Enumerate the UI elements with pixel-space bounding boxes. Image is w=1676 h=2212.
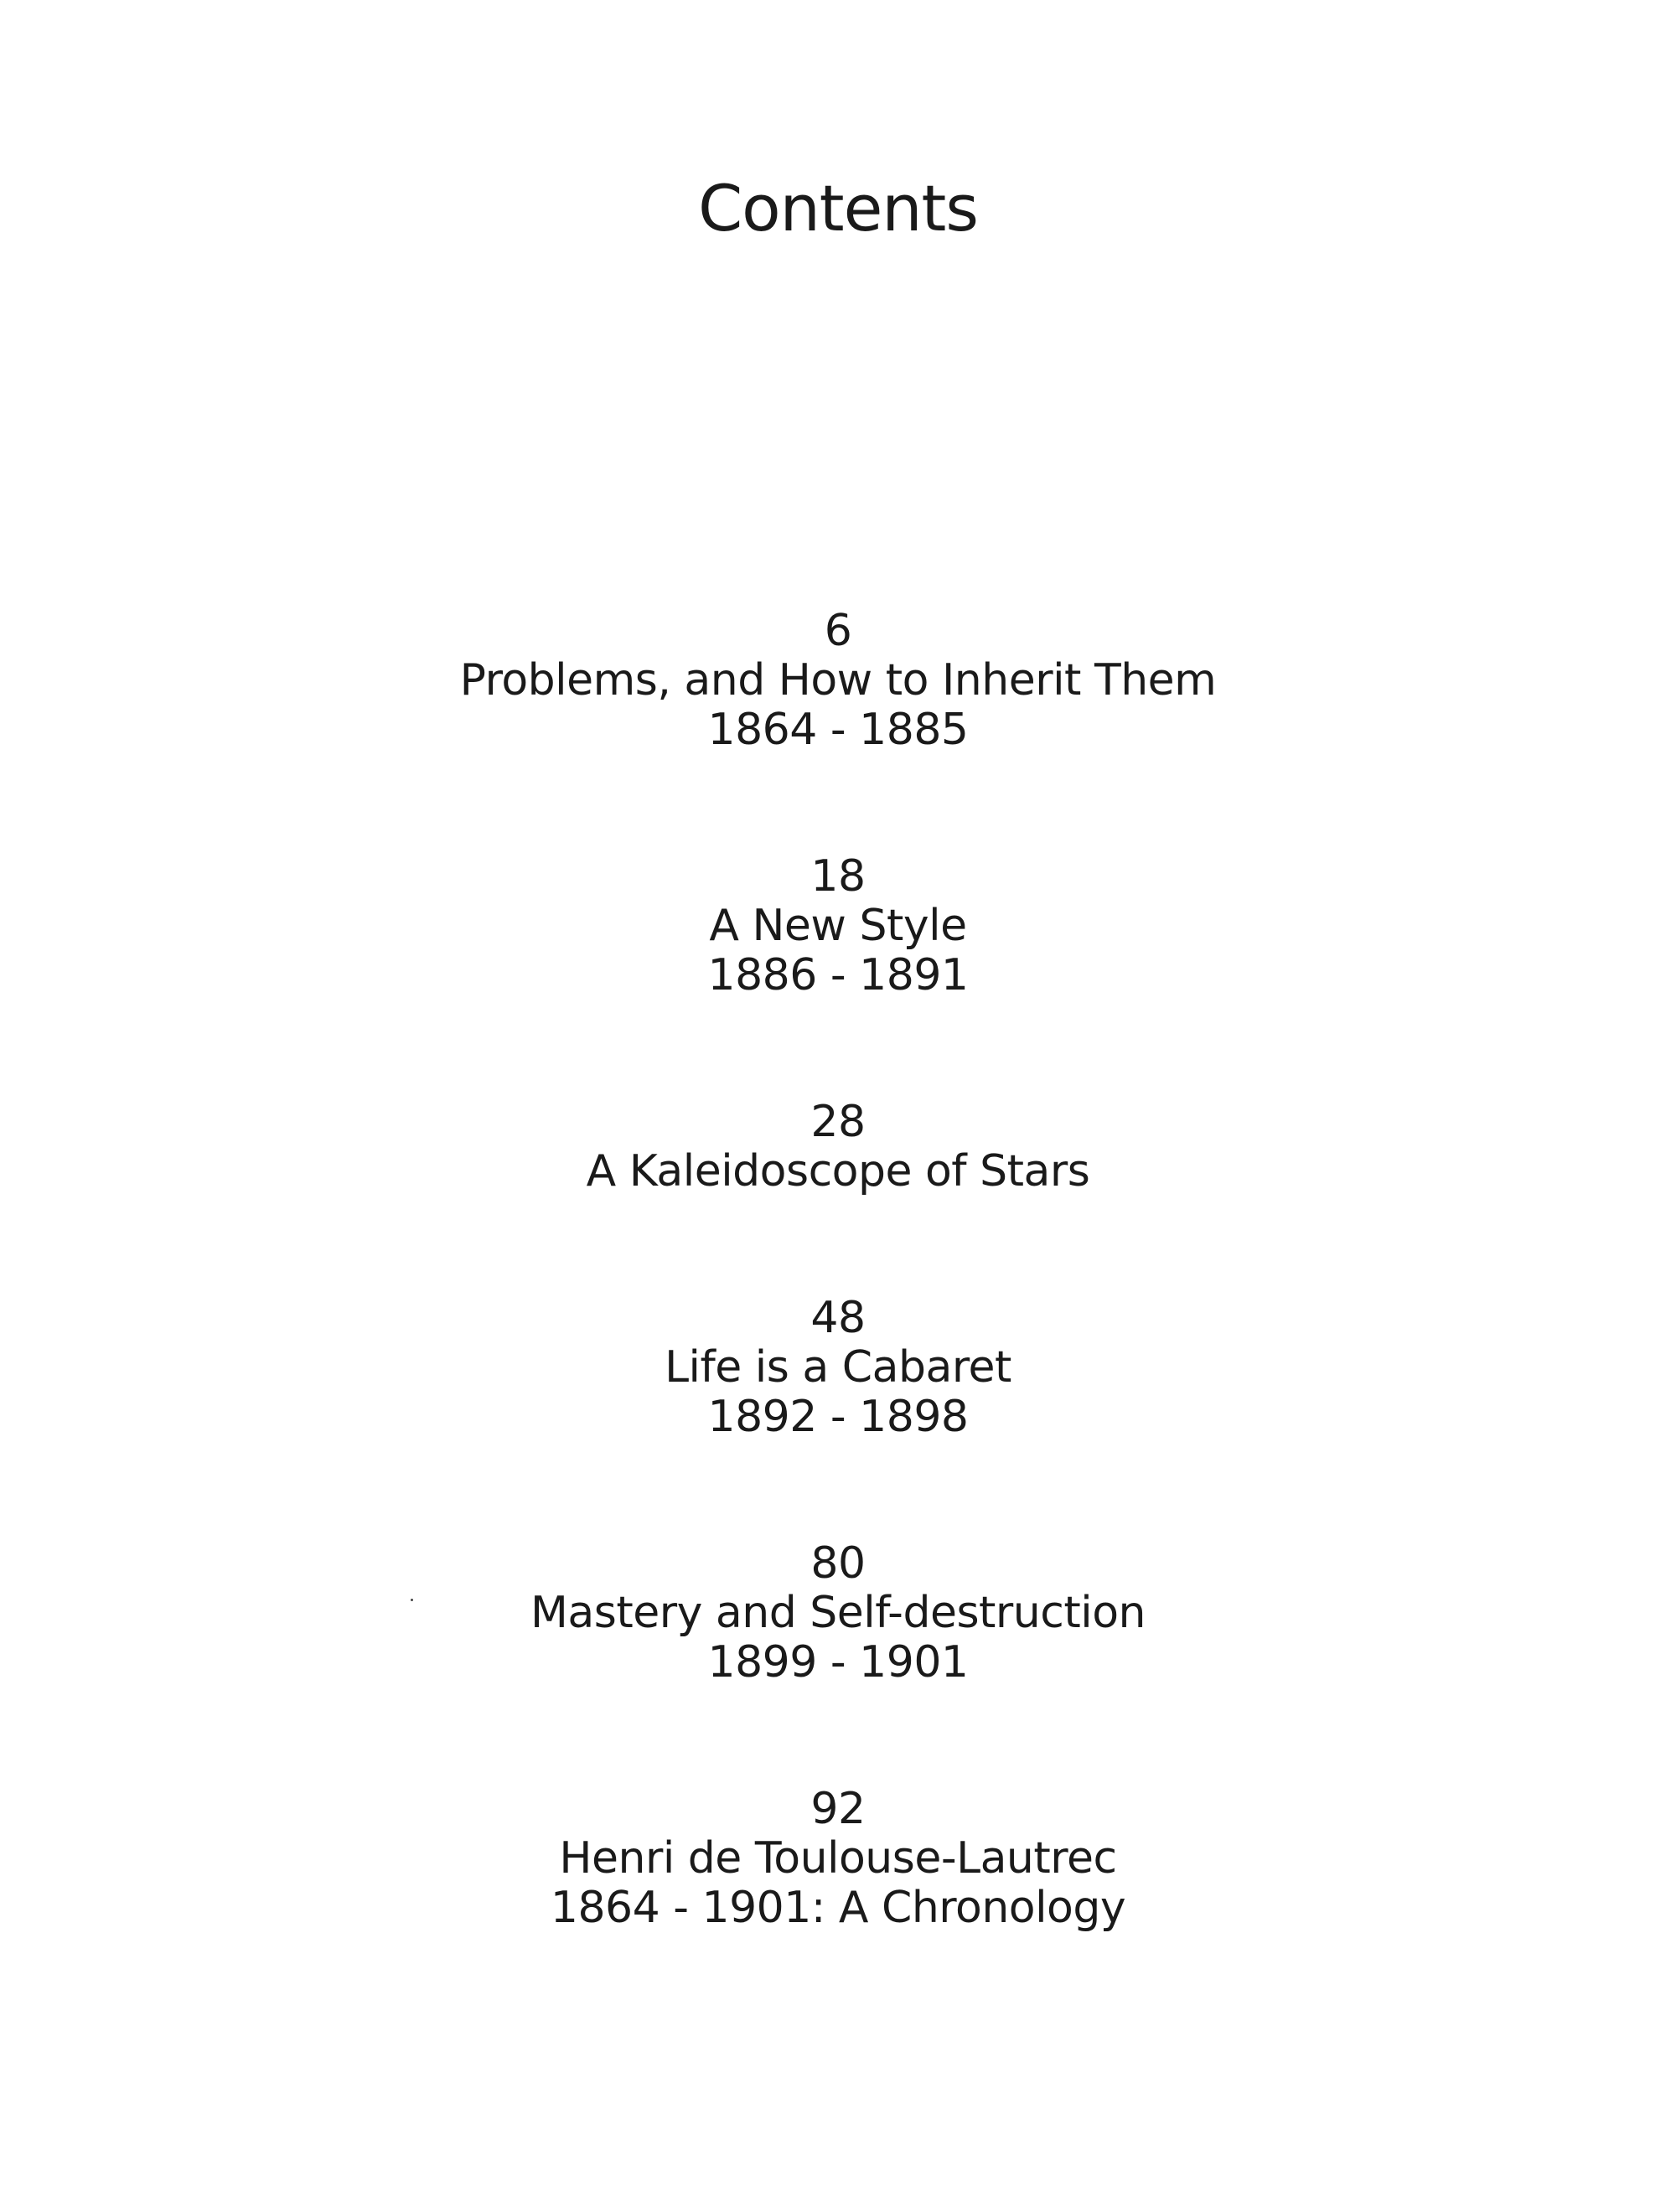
toc-chapter-title: A New Style [709,901,967,951]
toc-entry[interactable]: 28 A Kaleidoscope of Stars [0,1098,1676,1196]
scan-speck [411,1599,413,1601]
toc-chapter-title: A Kaleidoscope of Stars [586,1146,1090,1196]
toc-page-number: 80 [810,1538,866,1589]
toc-entry[interactable]: 48 Life is a Cabaret 1892 - 1898 [0,1294,1676,1442]
toc-entry[interactable]: 92 Henri de Toulouse-Lautrec 1864 - 1901… [0,1785,1676,1933]
table-of-contents: 6 Problems, and How to Inherit Them 1864… [0,607,1676,2030]
toc-dates: 1886 - 1891 [707,950,970,1000]
toc-page-number: 92 [810,1784,866,1834]
toc-chapter-title: Mastery and Self-destruction [530,1588,1146,1638]
toc-entry[interactable]: 80 Mastery and Self-destruction 1899 - 1… [0,1539,1676,1687]
toc-page-number: 6 [824,606,852,656]
toc-page-number: 28 [810,1097,866,1147]
toc-dates: 1892 - 1898 [707,1392,970,1442]
toc-entry[interactable]: 6 Problems, and How to Inherit Them 1864… [0,607,1676,755]
toc-entry[interactable]: 18 A New Style 1886 - 1891 [0,852,1676,1000]
toc-dates: 1864 - 1885 [707,705,970,755]
toc-dates: 1899 - 1901 [707,1637,970,1687]
toc-page-number: 18 [810,851,866,902]
toc-chapter-title: Problems, and How to Inherit Them [459,655,1217,705]
page-title: Contents [698,170,979,245]
toc-page-number: 48 [810,1293,866,1343]
toc-chapter-title: Life is a Cabaret [665,1342,1011,1393]
toc-chapter-title: Henri de Toulouse-Lautrec [559,1833,1117,1884]
toc-dates: 1864 - 1901: A Chronology [550,1883,1126,1933]
